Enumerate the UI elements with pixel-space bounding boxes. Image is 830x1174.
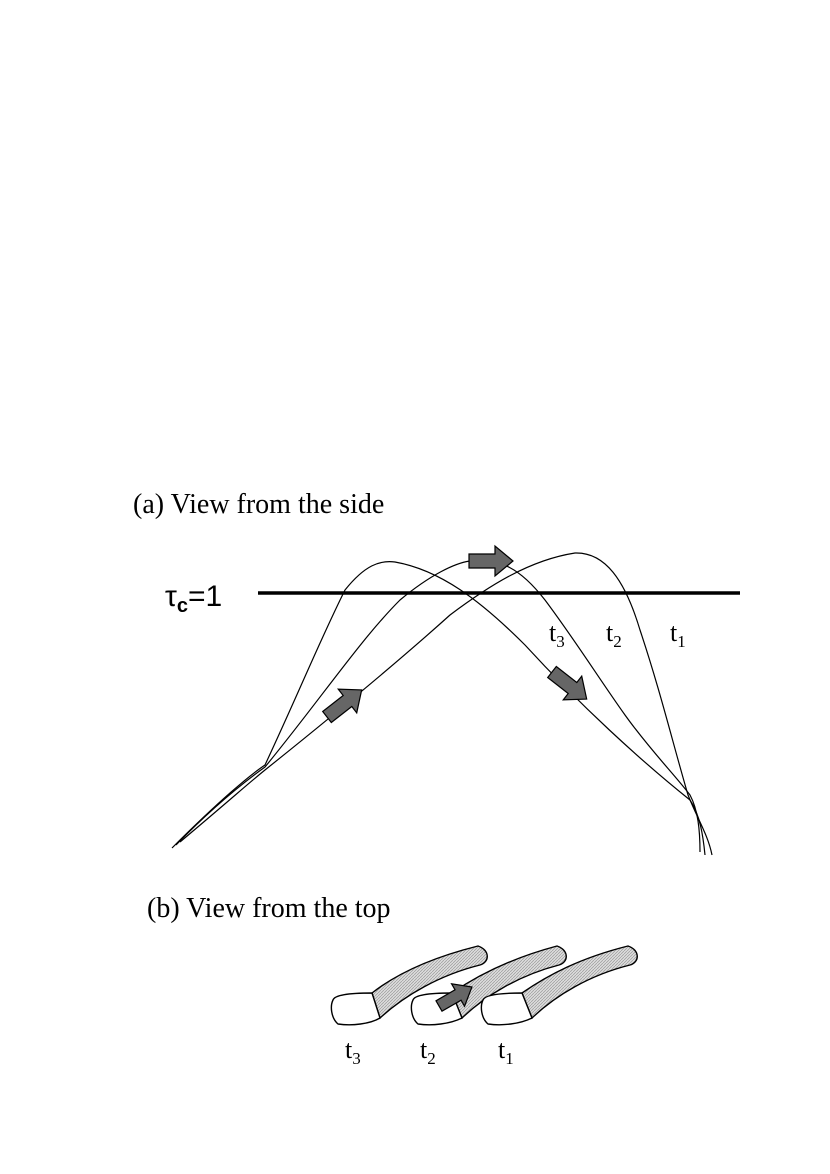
- label-t2: t2: [606, 618, 622, 651]
- label-t3: t3: [549, 618, 565, 651]
- loop-t1-curve: [179, 552, 713, 856]
- top-label-t3: t3: [345, 1035, 361, 1068]
- flow-arrow-right: [546, 665, 588, 701]
- label-t1: t1: [670, 618, 686, 651]
- flow-arrow-top: [468, 544, 514, 578]
- top-label-t2: t2: [420, 1035, 436, 1068]
- threshold-label: τc=1: [165, 580, 222, 617]
- panel-b: (b) View from the top t3 t2 t1: [147, 893, 638, 1068]
- panel-b-caption: (b) View from the top: [147, 893, 391, 924]
- flow-arrow-left: [321, 688, 363, 724]
- loop-t3-curve: [171, 561, 706, 856]
- panel-a-caption: (a) View from the side: [133, 489, 384, 520]
- panel-a: (a) View from the side τc=1 t3 t2 t1: [133, 489, 740, 856]
- top-view-loop-t1: [480, 945, 638, 1026]
- flow-arrow-top-view: [435, 982, 473, 1013]
- loop-t2-curve: [175, 559, 701, 853]
- top-label-t1: t1: [498, 1035, 514, 1068]
- top-view-loop-t3: [330, 945, 488, 1026]
